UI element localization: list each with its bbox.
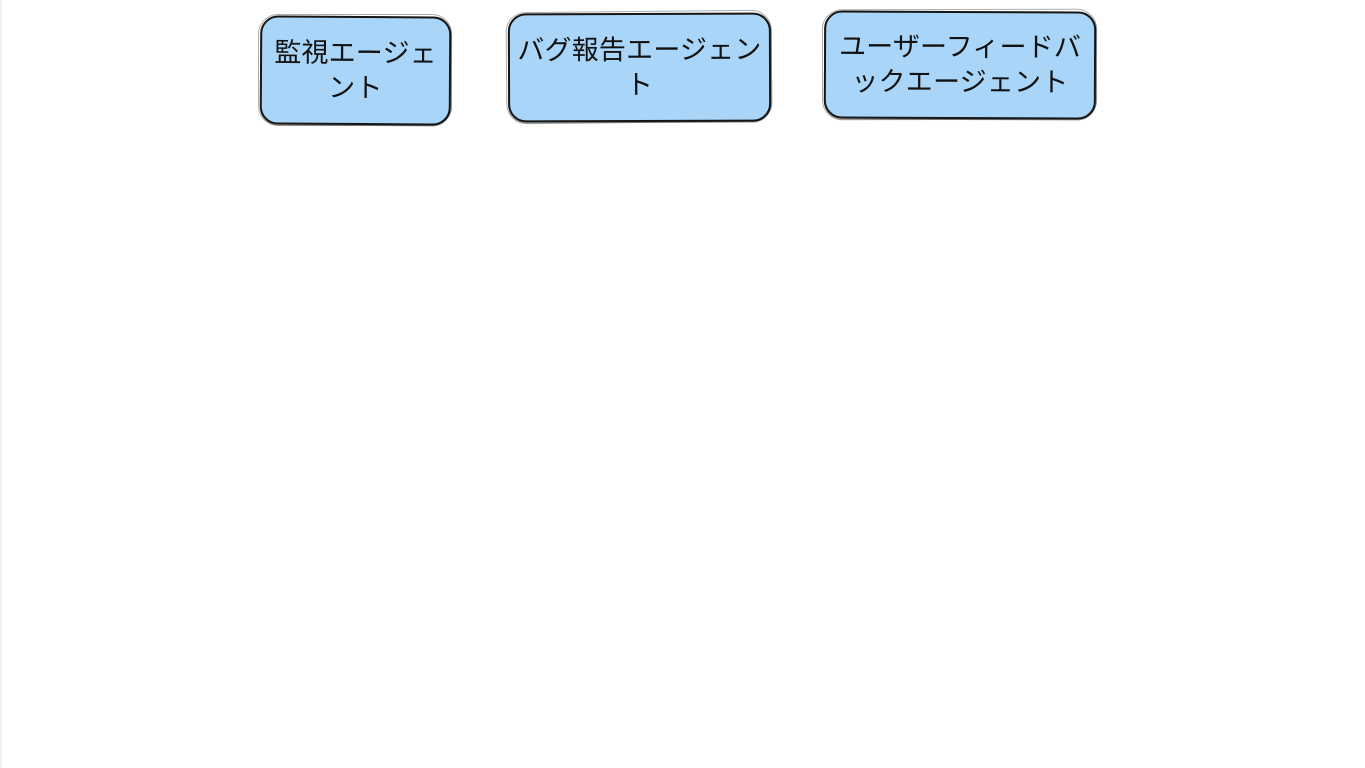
canvas-left-edge [0, 0, 2, 768]
user-feedback-agent-node[interactable]: ユーザーフィードバックエージェント [823, 10, 1097, 120]
monitoring-agent-label: 監視エージェント [274, 37, 438, 104]
bug-report-agent-label: バグ報告エージェント [517, 34, 762, 101]
bug-report-agent-node[interactable]: バグ報告エージェント [507, 12, 772, 123]
monitoring-agent-node[interactable]: 監視エージェント [259, 15, 452, 126]
user-feedback-agent-label: ユーザーフィードバックエージェント [838, 31, 1082, 99]
